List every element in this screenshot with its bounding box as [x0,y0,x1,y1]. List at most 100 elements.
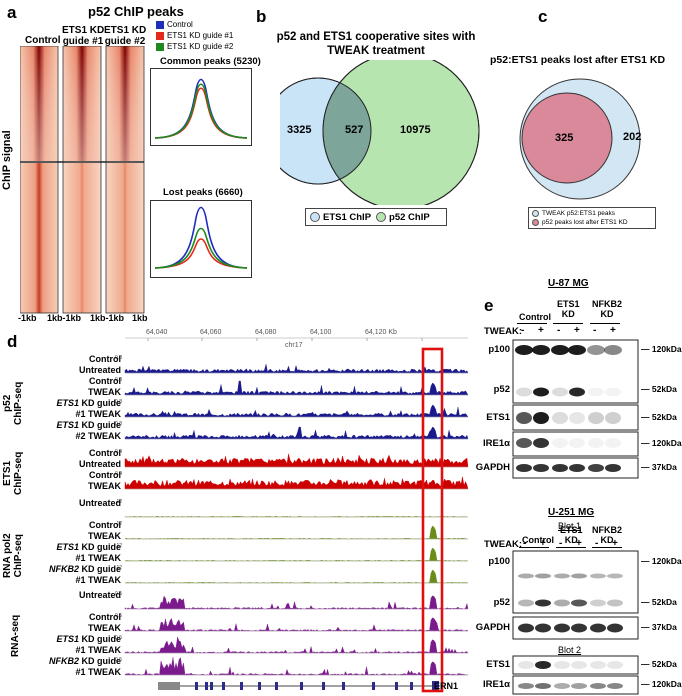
legend-control: Control [167,20,193,29]
blot-band [571,623,587,633]
tweak-sign: + [540,538,546,549]
blot-kda-label: — 52kDa [641,384,677,394]
tweak-sign: + [574,325,580,336]
blot-band [571,599,587,607]
blot-band [607,599,623,607]
track-label: Untreated [78,590,121,600]
legend-guide2: ETS1 KD guide #2 [167,42,234,51]
blot-band [571,683,587,689]
track-label: Untreated [78,498,121,508]
blot-band [571,661,587,669]
blot-band [518,683,534,689]
blot-kda-label: — 120kDa [641,556,682,566]
gene-label-ern1: ERN1 [434,681,459,691]
heatmap-xtick-1: -1kb [18,313,37,323]
panel-letter-b: b [256,7,267,26]
blot-protein-label: ETS1 [486,411,510,423]
track-scale: 12 [116,521,122,527]
u251-col-nfkb2kd: NFKB2 KD [592,525,623,545]
tweak-sign: + [612,538,618,549]
genome-track-signal [124,657,469,676]
track-label: ETS1 KD guide#2 TWEAK [56,420,121,441]
panel-letter-e: e [484,296,494,315]
blot1-label: Blot 1 [558,521,582,531]
blot-band [569,412,585,424]
tweak-sign: - [595,538,599,549]
blot-band [533,464,549,472]
tweak-sign: + [610,325,616,336]
legend-guide1: ETS1 KD guide #1 [167,31,234,40]
tweak-sign: + [576,538,582,549]
blot-band [518,573,534,579]
blot-band [607,683,623,689]
u87-title: U-87 MG [548,278,589,289]
blot-band [590,683,606,689]
blot-band [605,464,621,472]
blot-band [535,599,551,607]
track-label: NFKB2 KD guide#1 TWEAK [48,656,121,677]
heatmap-guide2 [105,46,145,314]
venn-b-ets1-only: 3325 [287,124,312,136]
venn-b [280,60,480,205]
panel-c-title: p52:ETS1 peaks lost after ETS1 KD [490,54,666,66]
blot-band [554,599,570,607]
heatmap-guide1 [62,46,102,314]
legend-tweak-peaks: TWEAK p52:ETS1 peaks [542,210,615,217]
ern1-highlight-box [421,347,444,693]
panel-b-title-2: TWEAK treatment [327,45,425,57]
tweak-sign: - [523,538,527,549]
blot-band [590,599,606,607]
blot-band [533,438,549,448]
u251-col-ets1kd: ETS1 KD [560,525,583,545]
blot2-label: Blot 2 [558,645,582,655]
blot-band [569,438,585,448]
track-scale: 0.8 [115,399,122,405]
u87-col-nfkb2kd: NFKB2 KD [592,299,623,319]
blot-band [605,412,621,424]
panel-b-title-1: p52 and ETS1 cooperative sites with [276,31,476,43]
blot-band [587,345,605,355]
blot-band [532,345,550,355]
blot-band [518,661,534,669]
track-scale: 12 [116,499,122,505]
blot-band [516,412,532,424]
track-label: ETS1 KD guide#1 TWEAK [56,542,121,563]
legend-p52-chip: p52 ChIP [389,211,430,223]
u87-tweak-label: TWEAK: [484,326,522,337]
track-scale: 12 [116,543,122,549]
venn-c-inner [521,92,613,184]
blot-band [607,573,623,579]
blot-band [588,438,604,448]
venn-b-p52-only: 10975 [400,124,431,136]
blot-protein-label: IRE1α [483,679,510,690]
blot-band [569,387,585,397]
genome-track-signal [124,453,469,468]
heatmap-xtick-3: 1kb-1kb [90,313,125,323]
blot-band [607,623,623,633]
blot-band [590,623,606,633]
venn-c-inner-count: 325 [555,132,574,144]
coord-4: 64,100 [310,329,332,336]
blot-band [590,661,606,669]
track-label: ETS1 KD guide#1 TWEAK [56,634,121,655]
panel-letter-c: c [538,7,548,26]
blot-kda-label: — 120kDa [641,679,682,689]
blot-band [590,573,606,579]
blot-band [518,623,534,633]
heatmap-xtick-2: 1kb-1kb [47,313,82,323]
blot-protein-label: GAPDH [475,462,510,473]
blot-band [552,438,568,448]
blot-band [516,438,532,448]
blot-band [607,661,623,669]
tweak-sign: - [593,325,597,336]
track-scale: 0.5 [115,635,122,641]
track-scale: 0.8 [115,421,122,427]
track-label: ETS1 KD guide#1 TWEAK [56,398,121,419]
track-scale: 0.4 [115,471,122,477]
tweak-sign: - [521,325,525,336]
blot-kda-label: — 52kDa [641,597,677,607]
track-scale: 0.4 [115,449,122,455]
